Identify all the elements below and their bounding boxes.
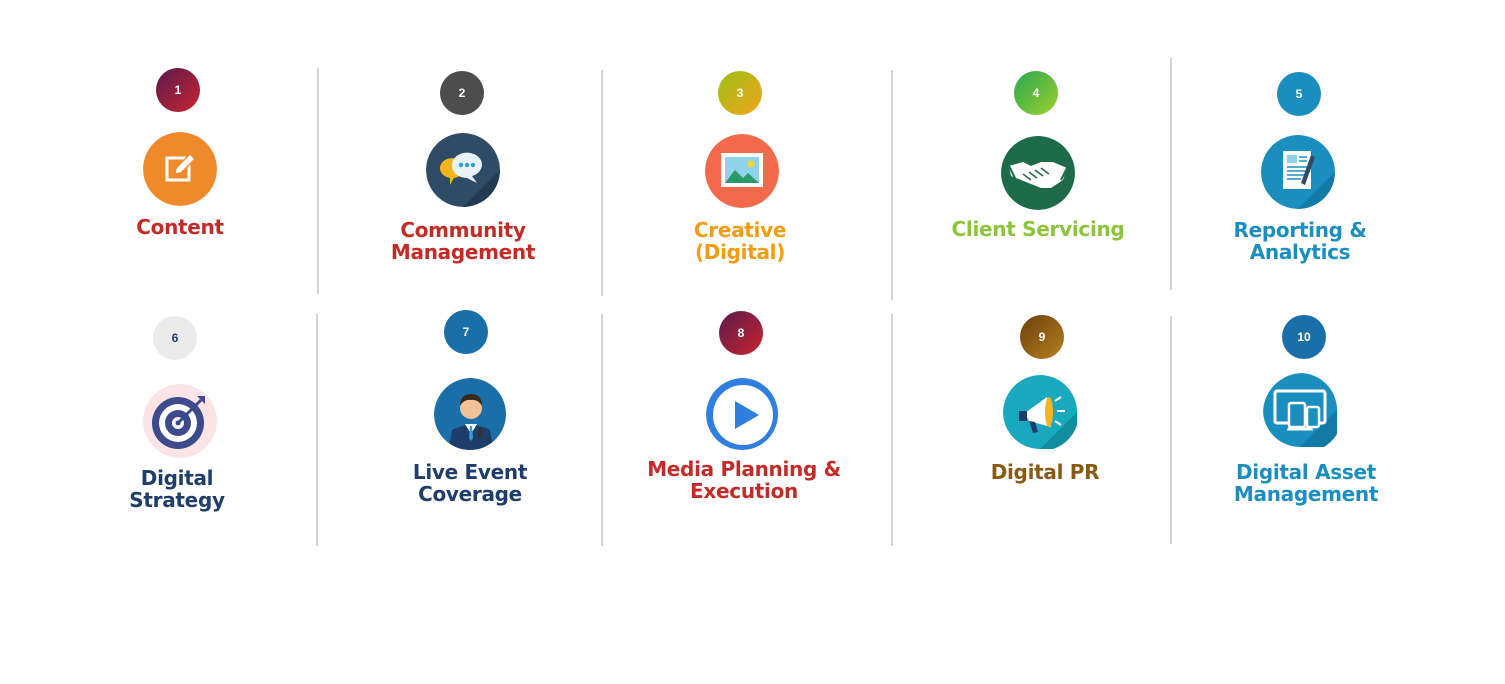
service-item-digital-strategy: 6 Digital Strategy [47, 316, 307, 516]
service-item-digital-pr: 9 Digital PR [915, 315, 1175, 515]
reporter-icon [434, 378, 506, 450]
service-label: Media Planning & Execution [647, 457, 841, 503]
handshake-icon [1001, 136, 1075, 210]
target-icon [143, 384, 217, 458]
step-number-badge: 7 [444, 310, 488, 354]
step-number-badge: 10 [1282, 315, 1326, 359]
column-divider [316, 314, 318, 546]
step-number-badge: 9 [1020, 315, 1064, 359]
column-divider [601, 314, 603, 546]
service-label: Client Servicing [951, 217, 1125, 241]
step-number-badge: 4 [1014, 71, 1058, 115]
column-divider [891, 314, 893, 546]
service-item-digital-asset-management: 10 Digital Asset Management [1176, 315, 1436, 515]
service-label: Digital Asset Management [1233, 460, 1379, 506]
service-label: Content [136, 215, 224, 239]
column-divider [317, 68, 319, 294]
devices-icon [1263, 373, 1343, 453]
service-label: Creative (Digital) [693, 218, 787, 264]
service-item-creative-digital: 3 Creative (Digital) [610, 71, 870, 271]
column-divider [1170, 316, 1172, 544]
service-label: Community Management [390, 218, 536, 264]
chat-icon [426, 133, 500, 207]
step-number-badge: 2 [440, 71, 484, 115]
step-number-badge: 6 [153, 316, 197, 360]
service-label: Digital PR [990, 460, 1100, 484]
service-label: Reporting & Analytics [1233, 218, 1367, 264]
edit-icon [143, 132, 217, 206]
image-icon [705, 134, 779, 208]
service-item-live-event-coverage: 7 Live Event Coverage [340, 310, 600, 510]
service-item-reporting-analytics: 5 Reporting & Analytics [1170, 72, 1430, 272]
service-label: Digital Strategy [129, 466, 225, 512]
service-label: Live Event Coverage [412, 460, 528, 506]
service-item-client-servicing: 4 Client Servicing [908, 71, 1168, 271]
service-item-content: 1 Content [50, 66, 310, 266]
step-number-badge: 5 [1277, 72, 1321, 116]
column-divider [891, 70, 893, 300]
service-item-community-management: 2 Community Management [333, 70, 593, 270]
column-divider [601, 70, 603, 296]
report-icon [1261, 135, 1335, 209]
step-number-badge: 3 [718, 71, 762, 115]
service-item-media-planning-execution: 8 Media Planning & Execution [614, 311, 874, 511]
play-icon [706, 378, 778, 450]
column-divider [1170, 58, 1172, 290]
megaphone-icon [1003, 375, 1079, 451]
step-number-badge: 8 [719, 311, 763, 355]
step-number-badge: 1 [156, 68, 200, 112]
